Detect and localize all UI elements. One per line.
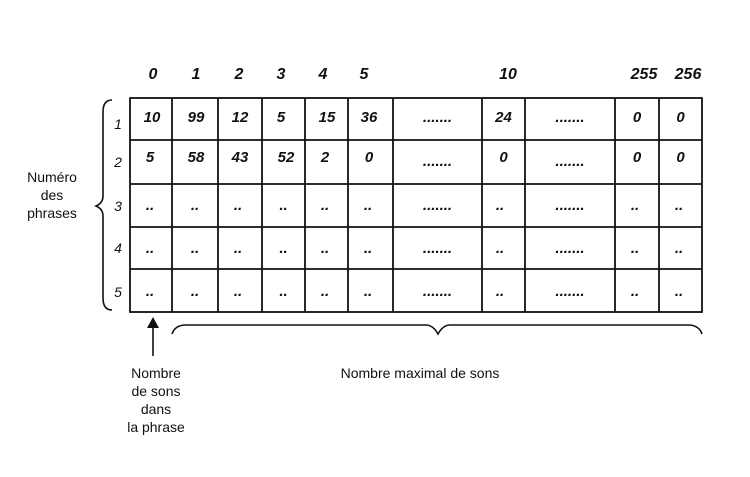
side-label-line: des bbox=[40, 187, 64, 203]
table-cell: 2 bbox=[320, 149, 330, 166]
table-cell: 0 bbox=[364, 149, 374, 166]
table-cell: .. bbox=[145, 240, 155, 257]
table-cell: .. bbox=[495, 197, 505, 214]
left-brace bbox=[93, 99, 113, 311]
table-cell: .. bbox=[279, 283, 288, 300]
table-cell: .. bbox=[320, 197, 330, 214]
table-cell: ....... bbox=[422, 109, 453, 126]
row-number-3: 3 bbox=[114, 198, 122, 214]
table-cell: ....... bbox=[555, 240, 585, 257]
table-cell: 0 bbox=[632, 149, 642, 166]
col-header-0: 0 bbox=[148, 66, 158, 83]
table-cell: 12 bbox=[231, 109, 249, 126]
table-cell: .. bbox=[363, 283, 373, 300]
table-cell: 5 bbox=[276, 109, 286, 126]
table-cell: .. bbox=[320, 283, 330, 300]
table-cell: ....... bbox=[555, 283, 585, 300]
table-cell: ....... bbox=[555, 197, 585, 214]
table-cell: .. bbox=[363, 197, 373, 214]
table-border bbox=[129, 97, 703, 313]
table-cell: .. bbox=[190, 197, 200, 214]
bottom-left-line: la phrase bbox=[127, 419, 185, 435]
table-cell: .. bbox=[233, 240, 243, 257]
table-cell: .. bbox=[190, 283, 200, 300]
table-cell: 52 bbox=[277, 149, 295, 166]
table-cell: .. bbox=[674, 283, 684, 300]
col-header-3: 3 bbox=[276, 66, 286, 83]
table-cell: ....... bbox=[555, 153, 585, 170]
bottom-brace bbox=[171, 324, 703, 336]
arrow-head bbox=[147, 317, 159, 328]
col-header-10: 10 bbox=[499, 66, 517, 83]
bottom-left-line: Nombre bbox=[131, 365, 181, 381]
row-number-4: 4 bbox=[114, 240, 122, 256]
table-cell: 0 bbox=[676, 149, 685, 166]
bottom-left-line: de sons bbox=[131, 383, 181, 399]
table-cell: ....... bbox=[422, 197, 453, 214]
table-cell: .. bbox=[190, 240, 200, 257]
col-header-255: 255 bbox=[630, 66, 658, 83]
bottom-left-line: dans bbox=[140, 401, 172, 417]
col-header-4: 4 bbox=[318, 66, 328, 83]
table-cell: ....... bbox=[422, 153, 453, 170]
table-cell: 0 bbox=[676, 109, 685, 126]
col-header-1: 1 bbox=[191, 66, 201, 83]
table-cell: 36 bbox=[360, 109, 378, 126]
table-cell: .. bbox=[495, 283, 505, 300]
row-number-2: 2 bbox=[114, 154, 122, 170]
table-cell: .. bbox=[630, 197, 640, 214]
table-cell: 99 bbox=[187, 109, 205, 126]
table-cell: 58 bbox=[187, 149, 205, 166]
row-number-5: 5 bbox=[114, 284, 122, 300]
table-cell: .. bbox=[495, 240, 505, 257]
col-header-5: 5 bbox=[359, 66, 369, 83]
table-cell: 0 bbox=[632, 109, 642, 126]
table-cell: .. bbox=[233, 283, 243, 300]
table-cell: 0 bbox=[499, 149, 508, 166]
col-header-256: 256 bbox=[674, 66, 702, 83]
table-cell: .. bbox=[145, 283, 155, 300]
table-cell: .. bbox=[630, 240, 640, 257]
table-cell: .. bbox=[145, 197, 155, 214]
table-cell: 24 bbox=[495, 109, 512, 126]
table-cell: .. bbox=[279, 197, 288, 214]
table-cell: ....... bbox=[422, 240, 453, 257]
table-cell: 43 bbox=[231, 149, 249, 166]
row-number-1: 1 bbox=[114, 116, 122, 132]
table-cell: .. bbox=[363, 240, 373, 257]
sentence-number-label: Numéro des phrases bbox=[14, 168, 90, 222]
side-label-line: phrases bbox=[27, 205, 77, 221]
table-cell: .. bbox=[630, 283, 640, 300]
table-cell: .. bbox=[674, 197, 684, 214]
side-label-line: Numéro bbox=[27, 169, 77, 185]
table-cell: 10 bbox=[143, 109, 161, 126]
table-cell: .. bbox=[279, 240, 288, 257]
table-cell: ....... bbox=[422, 283, 453, 300]
table-cell: .. bbox=[320, 240, 330, 257]
col-header-2: 2 bbox=[234, 66, 244, 83]
sound-count-label: Nombre de sons dans la phrase bbox=[104, 364, 208, 436]
table-cell: .. bbox=[674, 240, 684, 257]
table-cell: ....... bbox=[555, 109, 585, 126]
max-sounds-label: Nombre maximal de sons bbox=[340, 365, 500, 381]
table-cell: .. bbox=[233, 197, 243, 214]
table-cell: 5 bbox=[145, 149, 155, 166]
table-cell: 15 bbox=[318, 109, 336, 126]
